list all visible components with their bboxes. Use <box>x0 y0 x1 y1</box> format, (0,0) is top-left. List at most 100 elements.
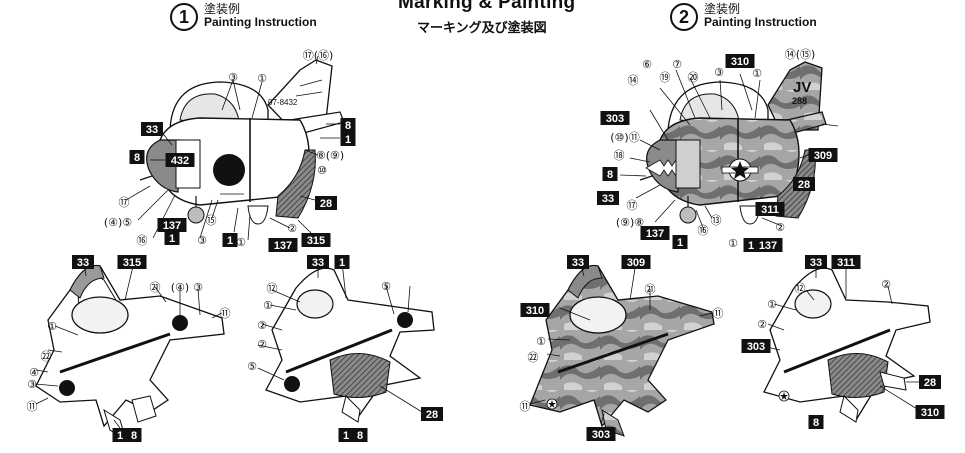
color-code-box <box>805 255 827 269</box>
callout-s2-22: ① <box>728 237 738 250</box>
decal-number-label: ⑰(⑯) <box>303 49 334 62</box>
decal-number-label: ③ <box>193 281 203 294</box>
color-code-box <box>793 177 815 191</box>
color-code-box <box>567 255 589 269</box>
callout-s2-20: ⑬ <box>711 214 722 227</box>
callout-s1-12: 33 <box>141 122 163 136</box>
callout-s2-3: ③ <box>714 66 724 79</box>
color-code-label: 310 <box>731 56 749 68</box>
color-code-box <box>126 428 142 442</box>
callout-s2_bottom-9: 8 <box>808 415 824 429</box>
decal-number-label: ⑰ <box>627 199 638 212</box>
color-code-box <box>165 153 195 167</box>
callout-s1_bottom-0: 33 <box>307 255 329 269</box>
callout-s1_top-3: (④) <box>171 281 189 294</box>
callout-s2-15: ⑰ <box>627 199 638 212</box>
color-code-box <box>157 218 187 232</box>
color-code-box <box>164 231 180 245</box>
page-title: Marking & Painting <box>398 0 576 13</box>
callout-s2_bottom-5: ② <box>881 278 891 291</box>
callout-s2_top-8: 303 <box>586 427 616 441</box>
callout-s2_top-7: ⑪ <box>520 400 531 413</box>
decal-number-label: ⑭ <box>628 74 639 87</box>
callout-s2_top-4: ⑪ <box>713 307 724 320</box>
decal-number-label: ① <box>536 335 546 348</box>
callout-s1_top-12: 8 <box>126 428 142 442</box>
color-code-label: 1 <box>169 233 175 245</box>
callout-s2-17: 137 <box>640 226 670 240</box>
color-code-box <box>222 233 238 247</box>
color-code-box <box>340 132 356 146</box>
callout-s1-15: ⑰ <box>119 196 130 209</box>
callout-s1-19: 1 <box>164 231 180 245</box>
callout-s2_top-2: 310 <box>520 303 550 317</box>
callout-s1_top-10: ⑪ <box>27 400 38 413</box>
callout-s1_top-2: ㉑ <box>150 281 161 294</box>
color-code-box <box>301 233 331 247</box>
color-code-box <box>334 255 350 269</box>
callout-s1-14: 432 <box>165 153 195 167</box>
decal-number-label: ⑭(⑮) <box>785 48 816 61</box>
color-code-label: 8 <box>813 417 819 429</box>
color-code-label: 28 <box>320 198 332 210</box>
color-code-box <box>129 150 145 164</box>
callout-s1-6: ⑩ <box>317 164 327 177</box>
decal-number-label: ① <box>728 237 738 250</box>
decal-number-label: (⑩)⑪ <box>610 131 639 144</box>
color-code-box <box>621 255 651 269</box>
callout-s2-26: 309 <box>808 148 838 162</box>
callout-s2_top-1: 309 <box>621 255 651 269</box>
callout-s2_bottom-0: 33 <box>805 255 827 269</box>
decal-number-label: ③ <box>228 71 238 84</box>
s2-tail-code: JV <box>793 79 811 96</box>
color-code-box <box>338 428 354 442</box>
callout-s2_top-6: ㉒ <box>528 351 539 364</box>
color-code-label: 1 <box>677 237 683 249</box>
color-code-label: 8 <box>131 430 137 442</box>
color-code-label: 8 <box>345 120 351 132</box>
decal-number-label: ② <box>757 318 767 331</box>
callout-s1_bottom-1: 1 <box>334 255 350 269</box>
callout-s1_top-1: 315 <box>117 255 147 269</box>
color-code-label: 1 <box>345 134 351 146</box>
callout-s2-5: ⑲ <box>660 71 671 84</box>
color-code-box <box>831 255 861 269</box>
decal-number-label: ③ <box>714 66 724 79</box>
callout-s2_bottom-7: 28 <box>919 375 941 389</box>
callout-s1-18: 137 <box>157 218 187 232</box>
color-code-box <box>808 148 838 162</box>
decal-number-label: ⑱ <box>614 149 625 162</box>
callout-s1-22: 1 <box>222 233 238 247</box>
color-code-label: 33 <box>572 257 584 269</box>
scheme-1-label-en: Painting Instruction <box>204 15 317 29</box>
callout-s2_bottom-6: 303 <box>741 339 771 353</box>
color-code-box <box>743 238 759 252</box>
decal-number-label: (④)⑤ <box>104 216 132 229</box>
color-code-label: 1 <box>339 257 345 269</box>
s1-tail-code: 07-8432 <box>268 98 298 107</box>
color-code-label: 310 <box>526 305 544 317</box>
decal-number-label: (⑨)⑧ <box>616 216 644 229</box>
color-code-box <box>112 428 128 442</box>
color-code-box <box>919 375 941 389</box>
decal-number-label: ⑧(⑨) <box>316 149 344 162</box>
decal-number-label: ㉒ <box>528 351 539 364</box>
color-code-box <box>141 122 163 136</box>
callout-s2_bottom-2: ⑫ <box>795 282 806 295</box>
decal-number-label: ㉒ <box>41 350 52 363</box>
color-code-box <box>586 427 616 441</box>
color-code-label: 303 <box>606 113 624 125</box>
color-code-label: 8 <box>607 169 613 181</box>
decal-number-label: ⑫ <box>267 282 278 295</box>
color-code-box <box>268 238 298 252</box>
color-code-label: 28 <box>798 179 810 191</box>
callout-s1_top-4: ③ <box>193 281 203 294</box>
color-code-box <box>117 255 147 269</box>
color-code-label: 315 <box>307 235 325 247</box>
color-code-label: 432 <box>171 155 189 167</box>
callout-s2-2: ① <box>752 67 762 80</box>
s2-top-view <box>529 261 715 437</box>
callout-s1-16: (④)⑤ <box>104 216 132 229</box>
callout-s2-6: ⑦ <box>672 58 682 71</box>
color-code-box <box>72 255 94 269</box>
